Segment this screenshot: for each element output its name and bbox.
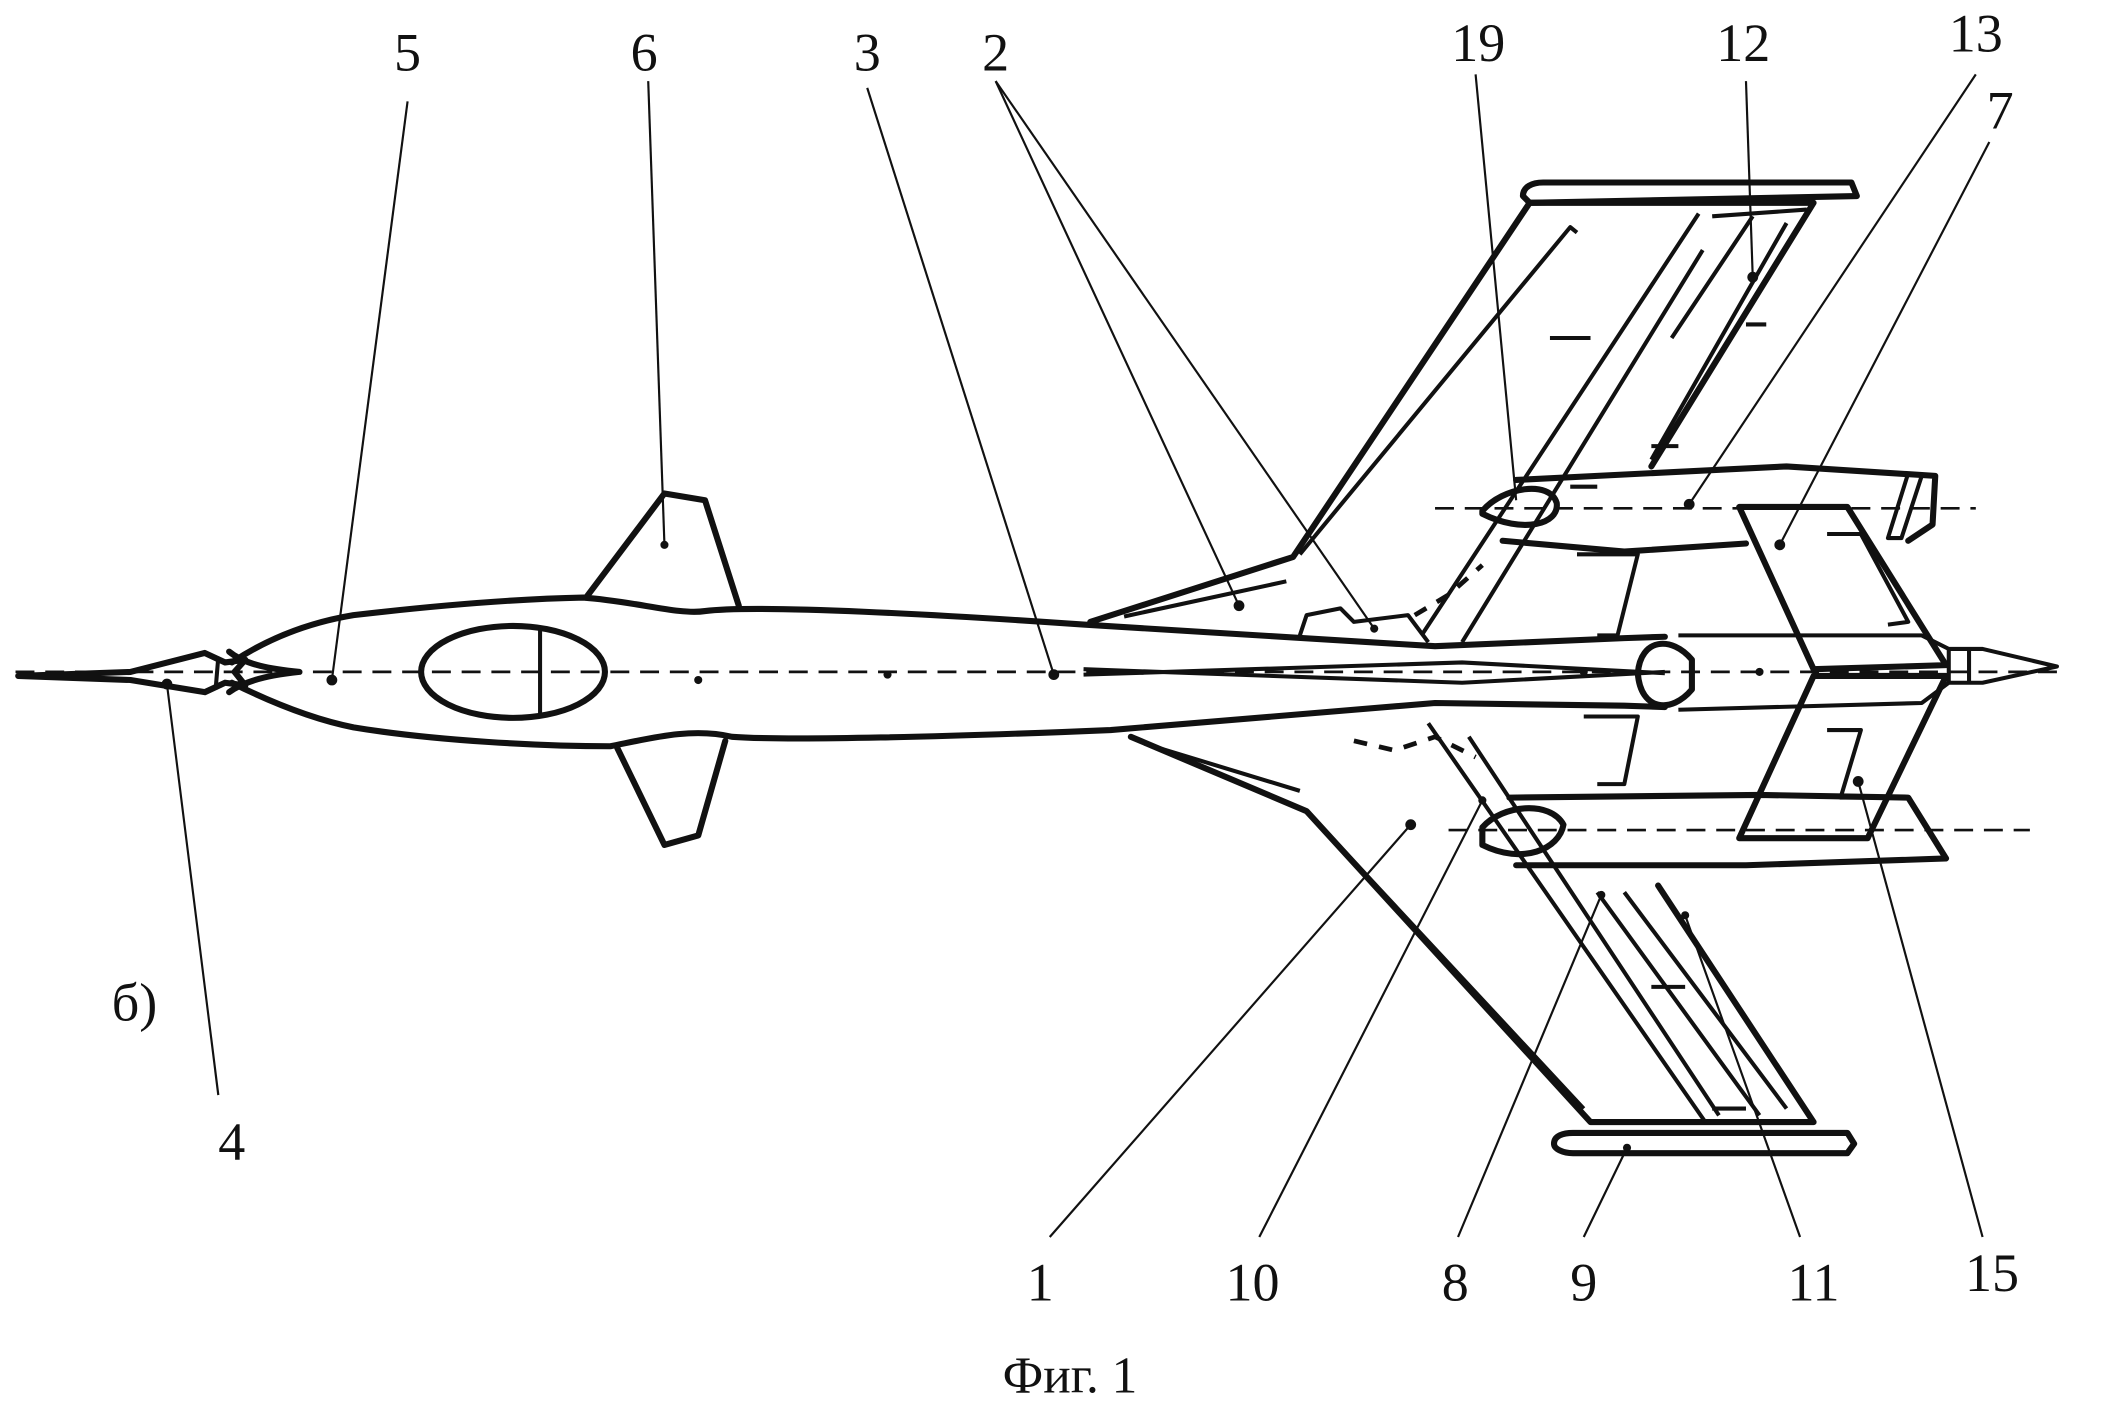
leader-lines (165, 73, 1991, 1238)
lower-main-wing (1127, 722, 1817, 1126)
callout-19: 19 (1451, 13, 1505, 73)
callout-5: 5 (394, 22, 421, 82)
spine (1083, 660, 1665, 685)
upper-wingtip-pod (1519, 179, 1860, 206)
callout-4: 4 (218, 1112, 245, 1172)
lower-wingtip-pod (1550, 1129, 1858, 1157)
callout-9: 9 (1570, 1253, 1597, 1313)
fuselage (228, 594, 1668, 750)
upper-canard (582, 490, 742, 609)
callout-6: 6 (631, 22, 658, 82)
callout-7: 7 (1987, 80, 2014, 140)
callout-1: 1 (1027, 1253, 1054, 1313)
callout-2: 2 (982, 22, 1009, 82)
callout-13: 13 (1949, 3, 2003, 63)
lower-canard (614, 737, 729, 848)
callout-8: 8 (1442, 1253, 1469, 1313)
callout-15: 15 (1965, 1243, 2019, 1303)
view-label: б) (112, 973, 158, 1033)
intake-detail (226, 648, 303, 696)
upper-engine-nacelle (1435, 463, 1976, 555)
cockpit-canopy (418, 622, 608, 721)
upper-main-wing (1087, 199, 1817, 644)
callout-12: 12 (1716, 13, 1770, 73)
lower-engine-nacelle (1448, 791, 2030, 869)
flap-panels (1576, 552, 1640, 787)
nose-cone (15, 649, 249, 696)
upper-stabilizer (1736, 503, 1950, 673)
callout-3: 3 (854, 22, 881, 82)
callout-11: 11 (1788, 1253, 1840, 1313)
figure-caption: Фиг. 1 (1003, 1347, 1138, 1404)
callout-10: 10 (1225, 1253, 1279, 1313)
lower-stabilizer (1736, 672, 1950, 842)
